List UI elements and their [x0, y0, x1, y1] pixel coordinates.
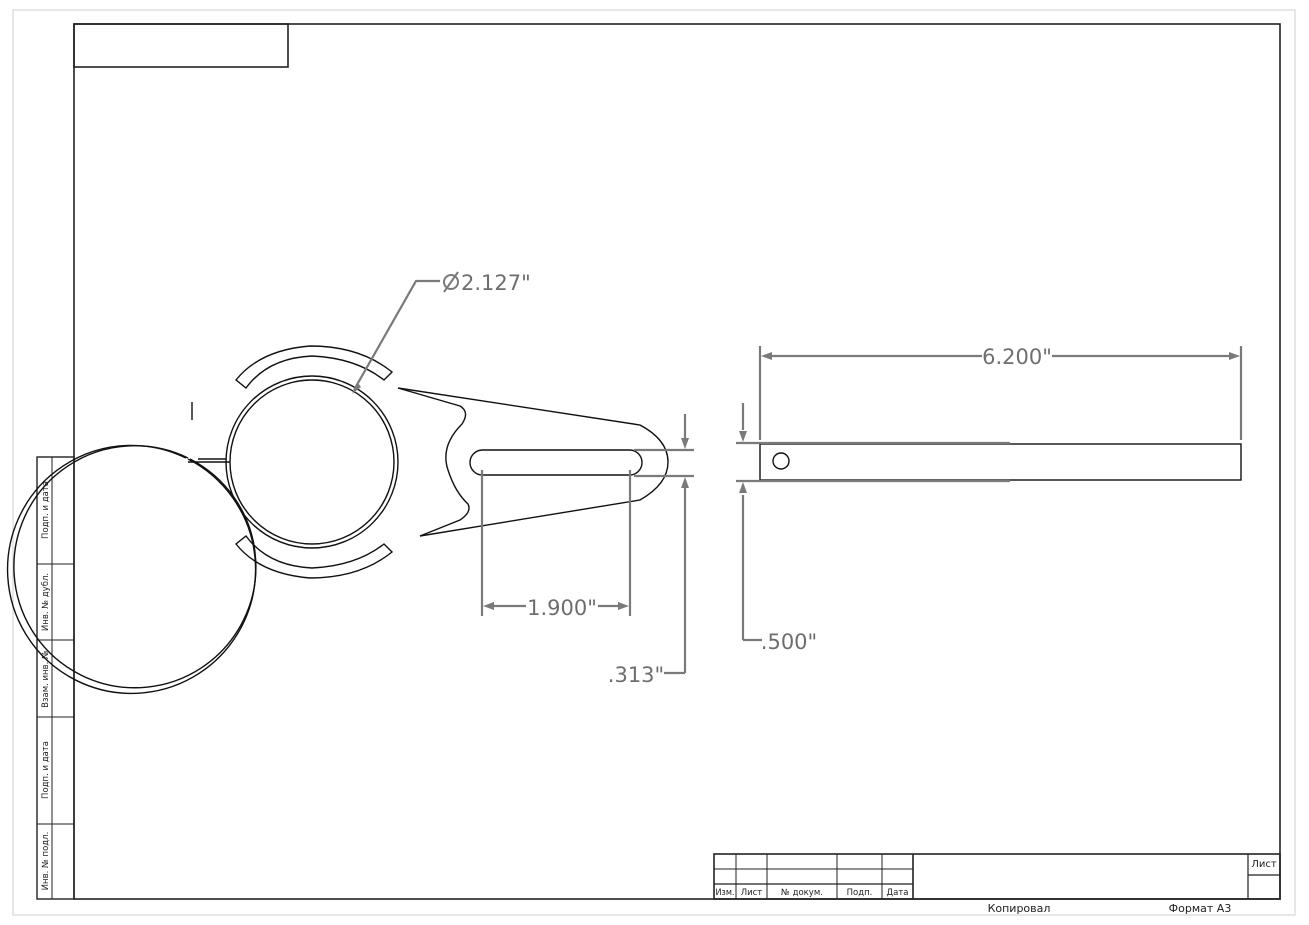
dim-length-text: 6.200" — [982, 345, 1052, 369]
side-label-orig-inv: Инв. № подл. — [41, 832, 51, 891]
clamp-side-view — [759, 443, 1242, 481]
tb-sheet-label: Лист — [1251, 859, 1277, 870]
side-label-repl-inv: Взам. инв. № — [41, 650, 51, 708]
side-view-hole — [772, 452, 790, 470]
footer-copied: Копировал — [988, 902, 1051, 915]
dim-slot-length: 1.900" — [480, 470, 632, 620]
title-block: Изм. Лист № докум. Подп. Дата Лист — [713, 853, 1281, 900]
dim-diameter-text: 2.127" — [461, 271, 531, 295]
tb-col-list: Лист — [741, 888, 763, 898]
dim-slot-length-text: 1.900" — [527, 596, 597, 620]
tb-col-sign: Подп. — [847, 888, 873, 898]
side-strip: Подп. и дата Инв. № дубл. Взам. инв. № П… — [36, 456, 75, 900]
dim-thickness-text: .500" — [761, 630, 817, 654]
footer-format: Формат А3 — [1169, 902, 1232, 915]
side-label-sign-date-2: Подп. и дата — [41, 741, 51, 799]
dim-thickness: .500" — [736, 403, 1010, 654]
dim-diameter: 2.127" — [352, 271, 531, 394]
tb-col-doc: № докум. — [781, 888, 823, 898]
side-label-sign-date-1: Подп. и дата — [41, 481, 51, 539]
dim-length: 6.200" — [758, 345, 1243, 440]
dim-slot-width: .313" — [608, 414, 694, 687]
tb-col-izm: Изм. — [716, 888, 735, 898]
clamp-front-view — [6, 345, 669, 695]
side-label-dup-inv: Инв. № дубл. — [41, 573, 51, 631]
top-left-stamp-box — [73, 23, 289, 68]
sheet-trim-border — [12, 9, 1296, 916]
tb-col-date: Дата — [886, 888, 908, 898]
dim-slot-width-text: .313" — [608, 663, 664, 687]
drawing-frame — [73, 23, 1281, 900]
